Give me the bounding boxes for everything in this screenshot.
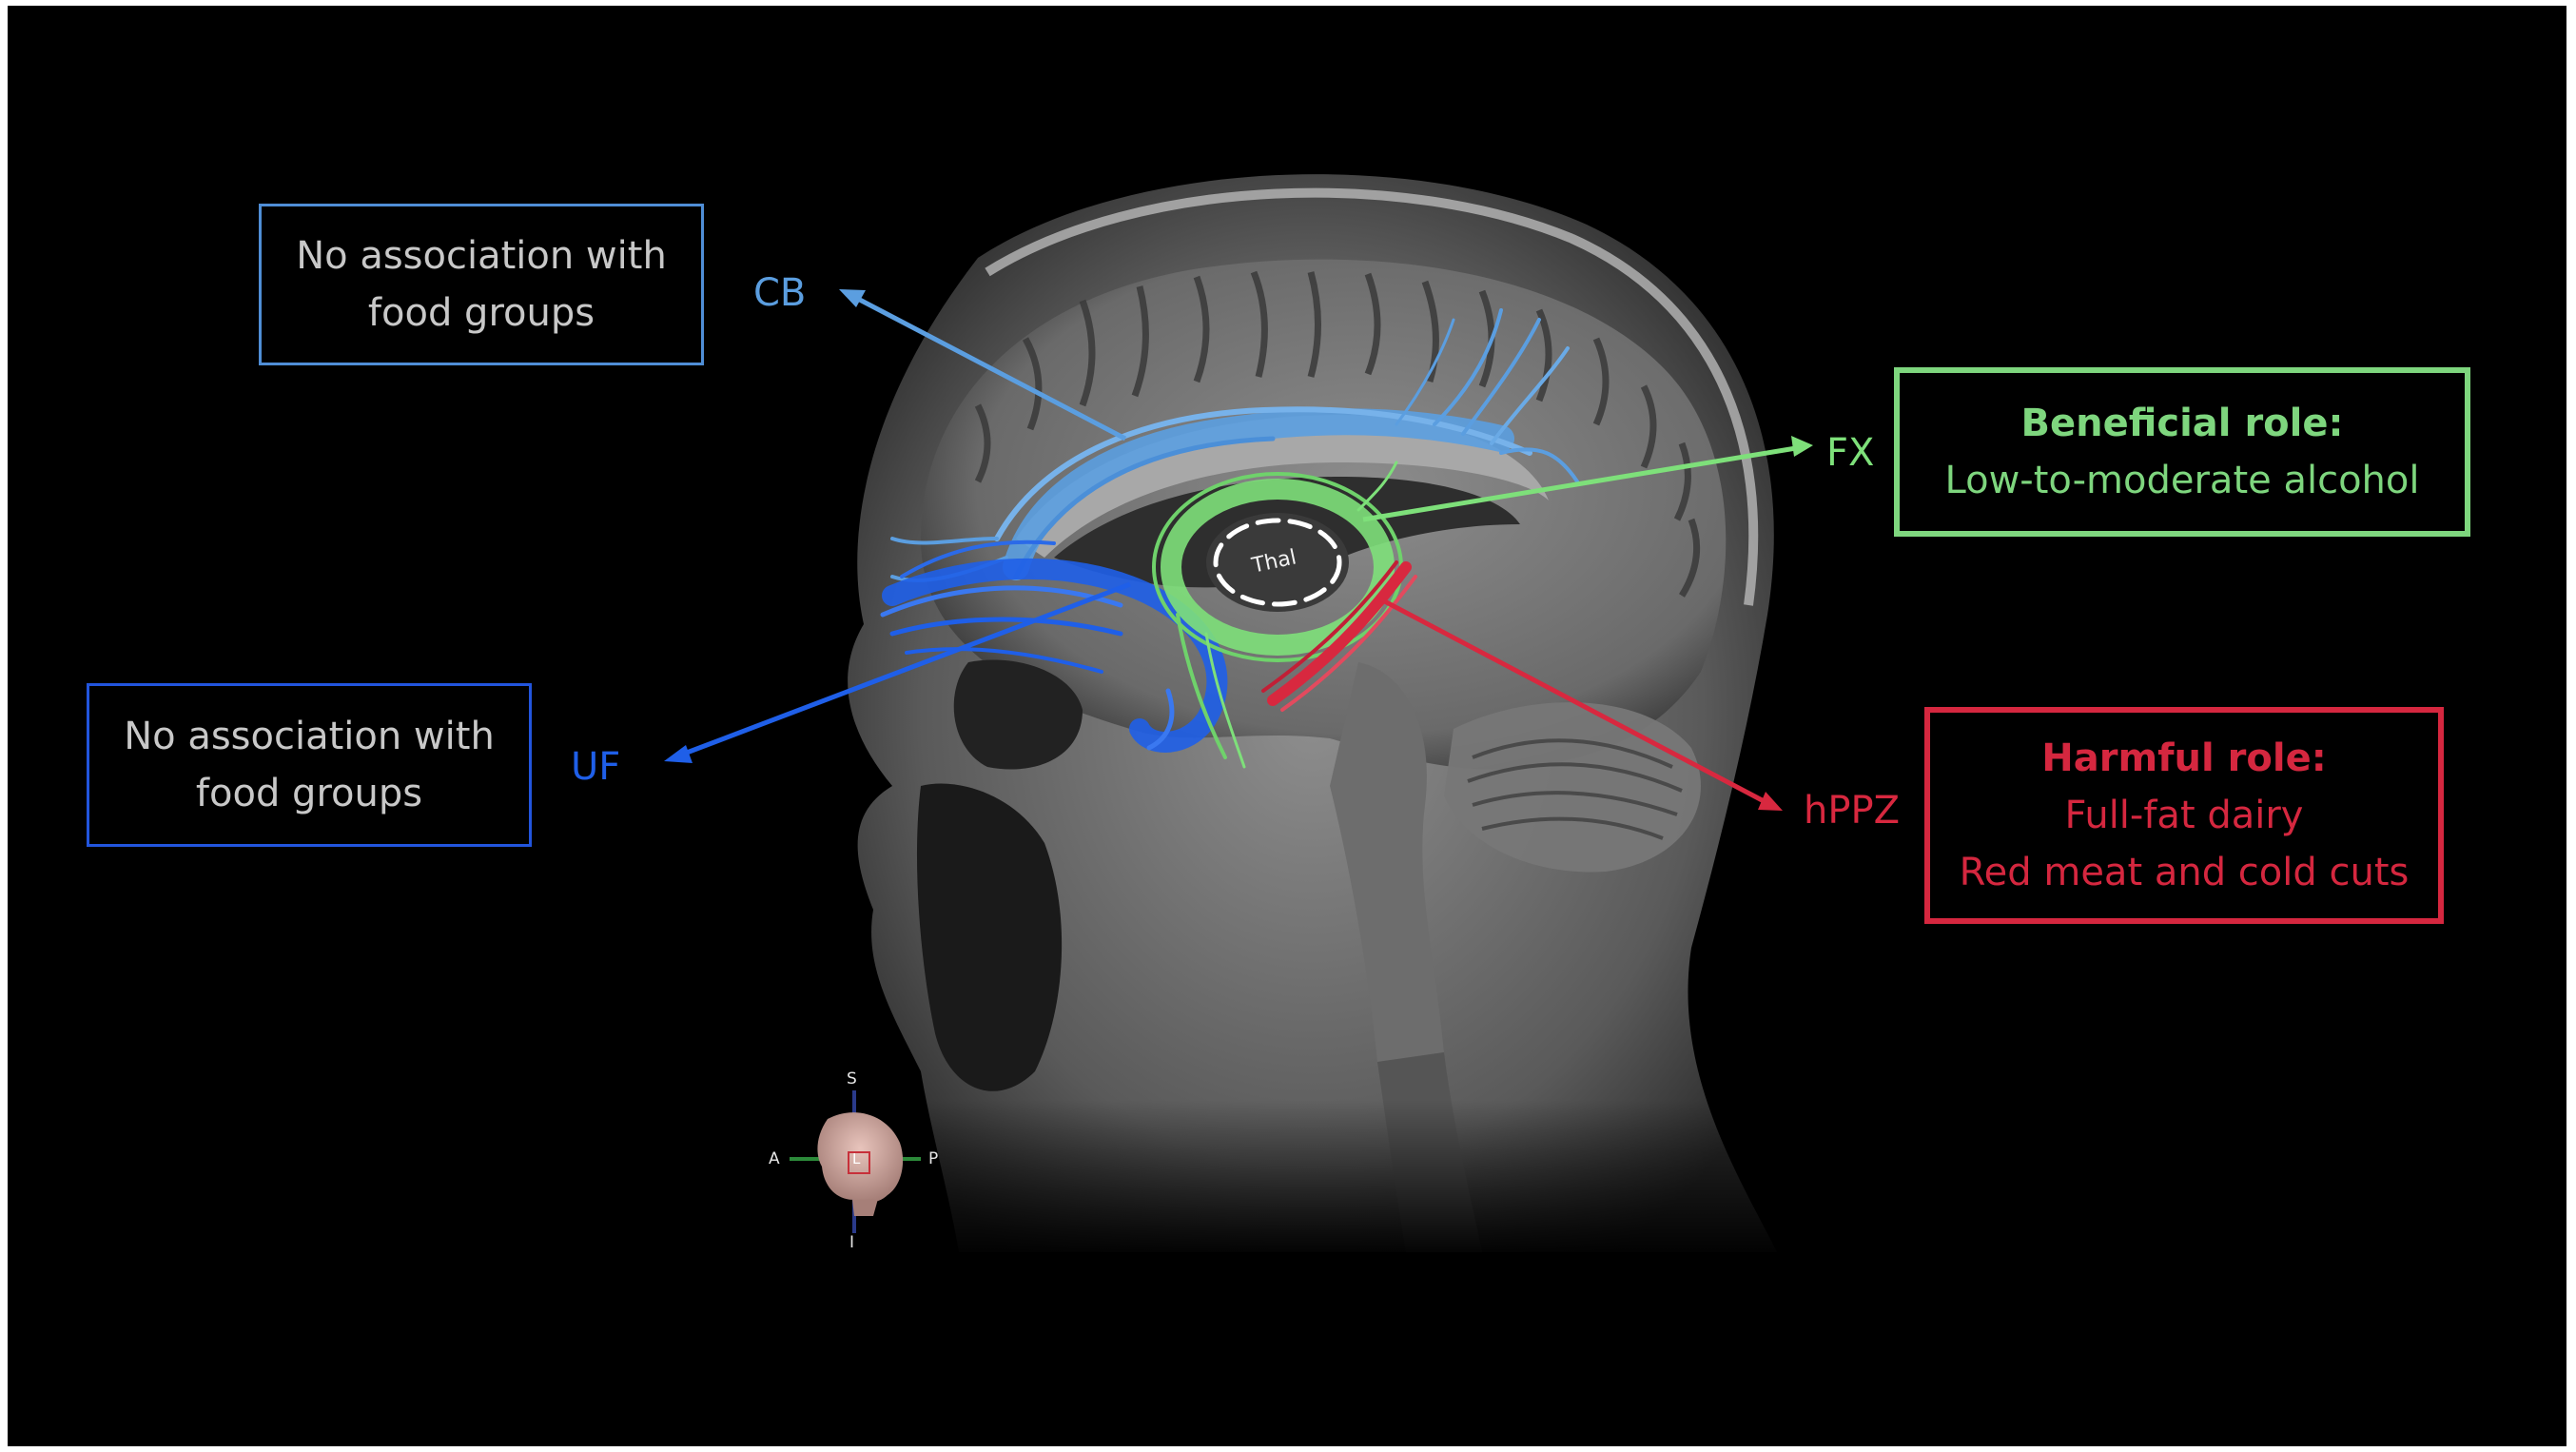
hppz-annotation-box: Harmful role: Full-fat dairy Red meat an… [1924,707,2444,924]
cb-box-line2: food groups [367,291,595,335]
cb-tract [890,308,1579,582]
hppz-box-line1: Full-fat dairy [2064,794,2304,837]
cb-box-line1: No association with [296,234,667,278]
fx-tract [1152,461,1403,769]
uf-box-line1: No association with [124,715,495,758]
cb-label: CB [753,271,807,315]
hppz-box-line2: Red meat and cold cuts [1959,851,2410,894]
orientation-posterior: P [928,1149,939,1168]
hppz-tract [1261,560,1417,712]
cb-annotation-box: No association with food groups [259,204,704,365]
orientation-left: L [852,1150,861,1167]
orientation-superior: S [847,1069,857,1089]
orientation-widget [790,1090,921,1233]
uf-label: UF [571,745,621,789]
fx-label: FX [1826,431,1875,475]
fx-box-title: Beneficial role: [2020,402,2344,445]
uf-box-line2: food groups [195,772,423,815]
figure-panel: No association with food groups No assoc… [8,6,2566,1446]
hppz-label: hPPZ [1804,789,1900,833]
uf-annotation-box: No association with food groups [87,683,532,847]
orientation-inferior: I [849,1233,855,1252]
mri-head-silhouette [845,174,1796,1262]
brain-mri-illustration [664,174,1813,1262]
annotation-arrows [664,289,1813,811]
orientation-anterior: A [769,1149,780,1168]
fx-annotation-box: Beneficial role: Low-to-moderate alcohol [1894,367,2470,537]
fx-box-line1: Low-to-moderate alcohol [1944,459,2420,502]
hppz-box-title: Harmful role: [2041,736,2327,780]
